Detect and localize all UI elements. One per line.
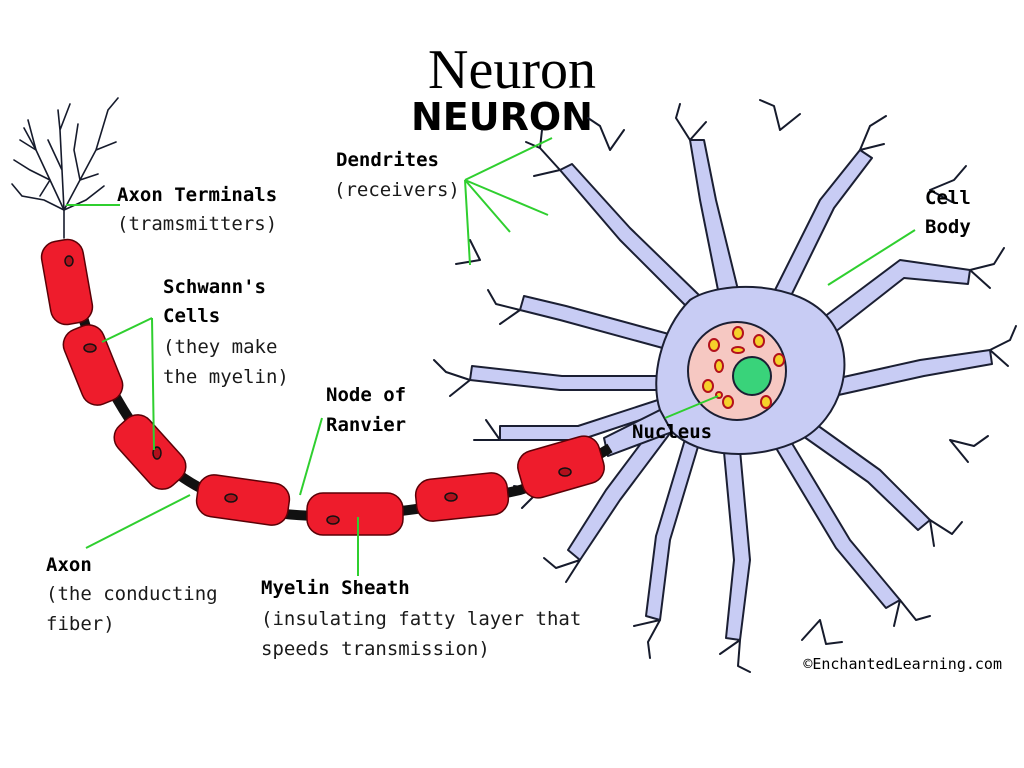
label-myelin-sheath-desc-2: speeds transmission) (261, 638, 490, 660)
label-dendrites: Dendrites (336, 149, 439, 171)
myelin-sheath-segments (40, 238, 605, 536)
dendrite-trunk-bottom-right (775, 439, 901, 609)
dendrite-trunk-upper-left (559, 163, 701, 311)
label-schwanns-cells-1: Schwann's (163, 276, 266, 298)
label-axon-terminals-desc: (tramsmitters) (117, 213, 277, 235)
myelin-segment (62, 324, 124, 406)
label-dendrites-desc: (receivers) (334, 179, 460, 201)
label-node-of-ranvier-2: Ranvier (326, 414, 406, 436)
label-axon-terminals: Axon Terminals (117, 184, 277, 206)
label-cell-body-1: Cell (925, 187, 971, 209)
label-schwanns-cells-desc-2: the myelin) (163, 366, 289, 388)
schwann-nuclei (64, 255, 572, 525)
dendrite-trunk-left (519, 295, 677, 351)
cell-body-group (433, 99, 1017, 673)
label-myelin-sheath-desc-1: (insulating fatty layer that (261, 608, 581, 630)
pointer-lines (66, 137, 916, 576)
copyright-text: ©EnchantedLearning.com (803, 655, 1002, 673)
dendrite-trunk-bottom (723, 449, 751, 641)
diagram-heading: NEURON (411, 95, 593, 139)
slide-title: Neuron (428, 39, 596, 101)
nucleus (687, 321, 787, 421)
label-axon: Axon (46, 554, 92, 576)
dendrite-trunk-right (819, 259, 971, 337)
myelin-segment (414, 472, 510, 522)
label-node-of-ranvier-1: Node of (326, 384, 406, 406)
dendrite-trunk-top-right (769, 149, 873, 307)
axon (40, 238, 613, 536)
myelin-segment (40, 238, 94, 326)
dendrite-trunk-bottom-left (645, 435, 701, 621)
myelin-segment (517, 435, 605, 499)
nucleus-granules (702, 326, 785, 409)
label-schwanns-cells-2: Cells (163, 305, 220, 327)
label-cell-body-2: Body (925, 216, 971, 238)
nucleolus (732, 356, 772, 396)
dendrite-trunk-top (689, 139, 741, 301)
dendrite-trunk-far-right (829, 349, 993, 397)
label-axon-desc-2: fiber) (46, 613, 115, 635)
label-axon-desc-1: (the conducting (46, 583, 218, 605)
label-schwanns-cells-desc-1: (they make (163, 336, 277, 358)
label-myelin-sheath: Myelin Sheath (261, 577, 410, 599)
myelin-segment (113, 414, 187, 490)
myelin-segment (306, 492, 404, 536)
dendrite-trunk-far-left (469, 365, 673, 391)
label-nucleus: Nucleus (632, 421, 712, 443)
axon-terminals (11, 97, 119, 239)
myelin-segment (195, 474, 291, 526)
